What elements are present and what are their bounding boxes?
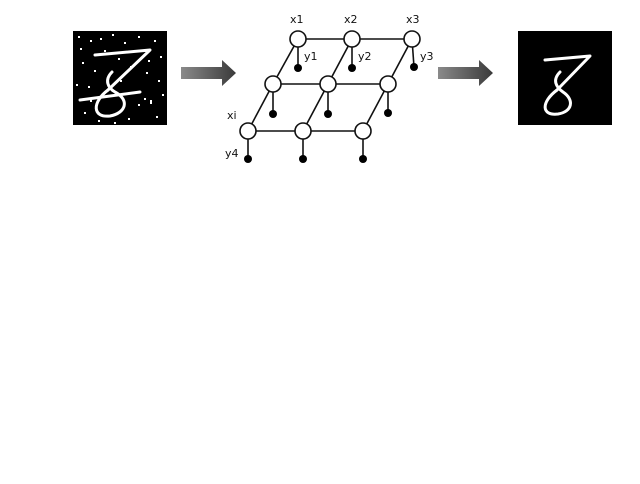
observed-node [384, 109, 392, 117]
label-y2: y2 [358, 50, 372, 63]
denoised-output-image [518, 31, 612, 125]
noisy-input-image [73, 31, 167, 125]
label-x2: x2 [344, 13, 358, 26]
label-y3: y3 [420, 50, 434, 63]
observed-node-y4 [244, 155, 252, 163]
observation-edges [247, 38, 415, 159]
hidden-node-x3 [403, 30, 421, 48]
hidden-nodes [239, 30, 421, 140]
hidden-node-xi [239, 122, 257, 140]
mrf-grid-graph: x1 x2 x3 y1 y2 y3 xi y4 [225, 13, 434, 163]
observed-node-y1 [294, 64, 302, 72]
noise-pixels [76, 34, 164, 124]
observed-nodes [244, 63, 418, 163]
hidden-node [264, 75, 282, 93]
label-y1: y1 [304, 50, 318, 63]
label-xi: xi [227, 109, 237, 122]
hidden-node [379, 75, 397, 93]
label-x3: x3 [406, 13, 420, 26]
hidden-node-x2 [343, 30, 361, 48]
hidden-node [319, 75, 337, 93]
observed-node-y2 [348, 64, 356, 72]
arrow-to-output [438, 60, 493, 86]
observed-node [324, 110, 332, 118]
observed-node [359, 155, 367, 163]
label-x1: x1 [290, 13, 304, 26]
label-y4: y4 [225, 147, 239, 160]
observed-node [299, 155, 307, 163]
arrow-to-graph [181, 60, 236, 86]
hidden-node [354, 122, 372, 140]
observed-node [269, 110, 277, 118]
hidden-node-x1 [289, 30, 307, 48]
hidden-node [294, 122, 312, 140]
observed-node-y3 [410, 63, 418, 71]
